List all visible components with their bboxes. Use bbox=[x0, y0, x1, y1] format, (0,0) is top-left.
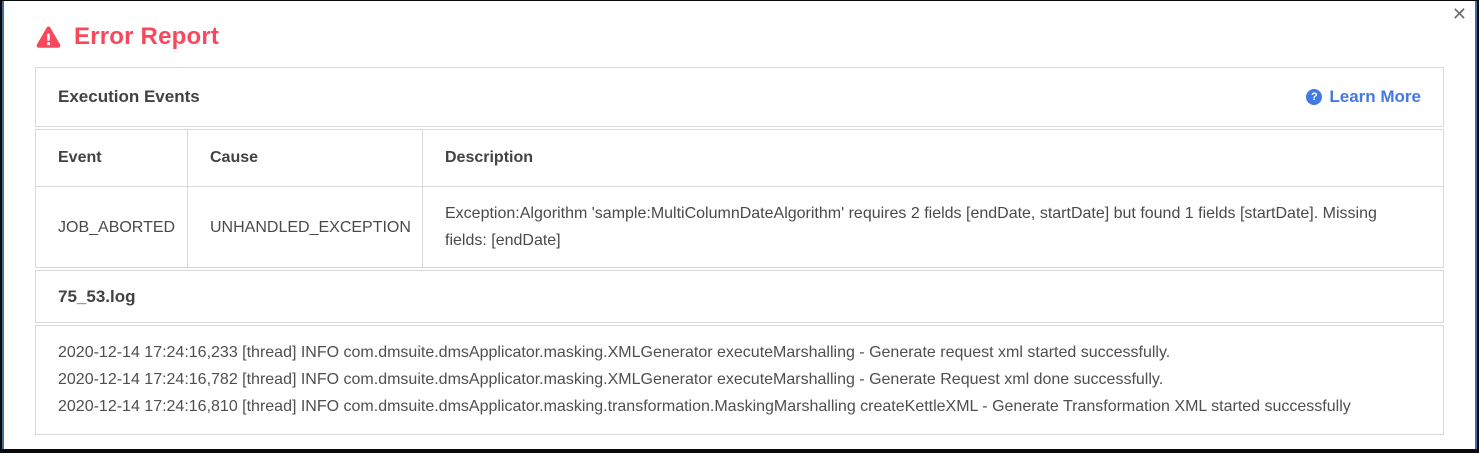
learn-more-link[interactable]: ? Learn More bbox=[1306, 87, 1421, 107]
section-title-execution-events: Execution Events bbox=[58, 87, 200, 106]
log-line: 2020-12-14 17:24:16,233 [thread] INFO co… bbox=[58, 344, 1171, 361]
log-line: 2020-12-14 17:24:16,810 [thread] INFO co… bbox=[58, 398, 1351, 415]
warning-icon bbox=[35, 24, 62, 51]
column-header-cause: Cause bbox=[188, 130, 423, 186]
events-table: Event Cause Description JOB_ABORTED UNHA… bbox=[35, 129, 1444, 268]
log-filename: 75_53.log bbox=[58, 286, 136, 306]
event-cell: JOB_ABORTED bbox=[36, 187, 188, 267]
description-cell: Exception:Algorithm 'sample:MultiColumnD… bbox=[445, 205, 1377, 249]
table-row: JOB_ABORTED UNHANDLED_EXCEPTION Exceptio… bbox=[36, 187, 1443, 267]
column-header-event: Event bbox=[36, 130, 188, 186]
table-header-row: Event Cause Description bbox=[36, 130, 1443, 187]
log-filename-panel: 75_53.log bbox=[35, 270, 1444, 323]
cause-cell: UNHANDLED_EXCEPTION bbox=[188, 187, 423, 267]
execution-events-header-panel: Execution Events ? Learn More bbox=[35, 67, 1444, 127]
log-content-panel: 2020-12-14 17:24:16,233 [thread] INFO co… bbox=[35, 325, 1444, 435]
learn-more-label: Learn More bbox=[1329, 87, 1421, 106]
close-icon[interactable]: ✕ bbox=[1451, 4, 1467, 24]
page-title: Error Report bbox=[74, 23, 220, 50]
help-icon: ? bbox=[1306, 89, 1323, 105]
modal-title-row: Error Report bbox=[35, 23, 1444, 51]
column-header-description: Description bbox=[445, 149, 534, 166]
log-line: 2020-12-14 17:24:16,782 [thread] INFO co… bbox=[58, 371, 1164, 388]
